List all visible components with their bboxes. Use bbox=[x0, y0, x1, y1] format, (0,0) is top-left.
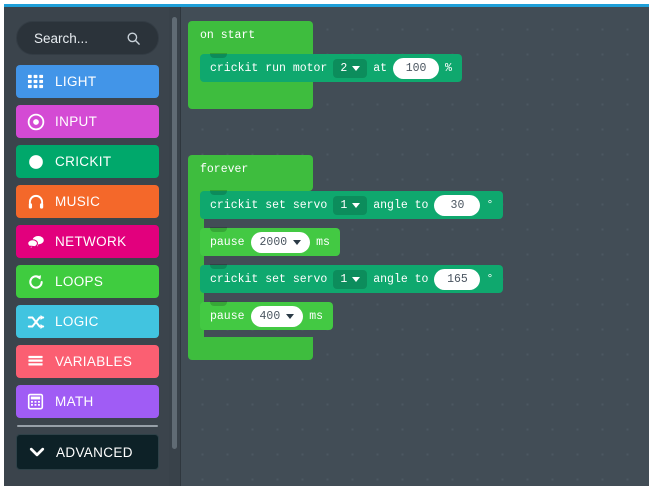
crickit-run-motor-block[interactable]: crickit run motor 2 at 100 % bbox=[200, 53, 462, 82]
servo-value: 1 bbox=[340, 198, 348, 212]
category-input[interactable]: INPUT bbox=[16, 105, 159, 138]
angle-value: 30 bbox=[450, 198, 465, 212]
forever-label: forever bbox=[200, 163, 249, 176]
toolbox-scrollbar[interactable] bbox=[169, 7, 181, 486]
category-crickit[interactable]: CRICKIT bbox=[16, 145, 159, 178]
degree-symbol: ° bbox=[486, 272, 494, 286]
block-notch bbox=[210, 227, 227, 232]
category-advanced[interactable]: ADVANCED bbox=[16, 434, 159, 470]
motor-dropdown[interactable]: 2 bbox=[333, 58, 368, 78]
target-circle-icon bbox=[25, 111, 46, 132]
category-label: LOOPS bbox=[55, 274, 104, 289]
on-start-label: on start bbox=[200, 29, 256, 42]
category-label: LIGHT bbox=[55, 74, 97, 89]
category-label: INPUT bbox=[55, 114, 98, 129]
block-text: angle to bbox=[373, 272, 429, 286]
category-label: CRICKIT bbox=[55, 154, 112, 169]
chevron-down-icon bbox=[26, 442, 47, 463]
speed-value: 100 bbox=[405, 61, 427, 75]
block-notch bbox=[210, 264, 227, 269]
toolbox-sidebar: LIGHT INPUT CRICKIT bbox=[4, 7, 169, 486]
category-logic[interactable]: LOGIC bbox=[16, 305, 159, 338]
pause-block-2[interactable]: pause 400 ms bbox=[200, 301, 334, 330]
angle-number-field[interactable]: 30 bbox=[434, 194, 481, 216]
category-music[interactable]: MUSIC bbox=[16, 185, 159, 218]
block-text: at bbox=[373, 61, 388, 75]
chevron-down-icon bbox=[352, 276, 361, 282]
category-label: MUSIC bbox=[55, 194, 101, 209]
angle-value: 165 bbox=[447, 272, 468, 286]
pause-block-1[interactable]: pause 2000 ms bbox=[200, 227, 340, 256]
block-text: crickit run motor bbox=[210, 61, 328, 75]
shuffle-icon bbox=[25, 311, 46, 332]
category-list: LIGHT INPUT CRICKIT bbox=[16, 65, 159, 470]
refresh-arrow-icon bbox=[25, 271, 46, 292]
block-notch bbox=[210, 190, 227, 195]
block-text: angle to bbox=[373, 198, 429, 212]
servo-dropdown[interactable]: 1 bbox=[333, 195, 368, 215]
category-math[interactable]: MATH bbox=[16, 385, 159, 418]
headphones-icon bbox=[25, 191, 46, 212]
chevron-down-icon bbox=[352, 65, 361, 71]
stacked-bars-icon bbox=[25, 351, 46, 372]
category-label: VARIABLES bbox=[55, 354, 133, 369]
search-field[interactable] bbox=[16, 21, 159, 55]
pause-duration-dropdown[interactable]: 2000 bbox=[250, 231, 311, 253]
forever-bottom-bar bbox=[188, 337, 313, 360]
search-input[interactable] bbox=[34, 30, 112, 46]
category-light[interactable]: LIGHT bbox=[16, 65, 159, 98]
pause-value: 2000 bbox=[259, 235, 288, 249]
motor-value: 2 bbox=[340, 61, 348, 75]
block-text: pause bbox=[210, 309, 245, 323]
block-text: pause bbox=[210, 235, 245, 249]
filled-circle-icon bbox=[25, 151, 46, 172]
blocks-canvas[interactable]: on start crickit run motor 2 at 100 % fo… bbox=[182, 7, 649, 486]
category-label: NETWORK bbox=[55, 234, 127, 249]
degree-symbol: ° bbox=[486, 198, 494, 212]
block-text: ms bbox=[316, 235, 330, 249]
category-label: LOGIC bbox=[55, 314, 99, 329]
speed-number-field[interactable]: 100 bbox=[393, 57, 440, 79]
category-label: MATH bbox=[55, 394, 94, 409]
category-variables[interactable]: VARIABLES bbox=[16, 345, 159, 378]
pause-value: 400 bbox=[259, 309, 281, 323]
grid-icon bbox=[25, 71, 46, 92]
scrollbar-thumb[interactable] bbox=[172, 17, 177, 449]
speech-bubbles-icon bbox=[25, 231, 46, 252]
block-text: % bbox=[445, 61, 452, 75]
search-icon bbox=[126, 31, 141, 46]
crickit-set-servo-block-1[interactable]: crickit set servo 1 angle to 30 ° bbox=[200, 190, 504, 219]
angle-number-field[interactable]: 165 bbox=[434, 268, 481, 290]
pause-duration-dropdown[interactable]: 400 bbox=[250, 305, 304, 327]
category-label: ADVANCED bbox=[56, 444, 133, 460]
block-notch bbox=[210, 301, 227, 306]
servo-value: 1 bbox=[340, 272, 348, 286]
chevron-down-icon bbox=[293, 239, 302, 245]
block-notch bbox=[210, 53, 227, 58]
category-loops[interactable]: LOOPS bbox=[16, 265, 159, 298]
block-text: ms bbox=[309, 309, 324, 323]
category-network[interactable]: NETWORK bbox=[16, 225, 159, 258]
block-text: crickit set servo bbox=[210, 198, 328, 212]
servo-dropdown[interactable]: 1 bbox=[333, 269, 368, 289]
block-text: crickit set servo bbox=[210, 272, 328, 286]
crickit-set-servo-block-2[interactable]: crickit set servo 1 angle to 165 ° bbox=[200, 264, 504, 293]
forever-block[interactable]: forever bbox=[188, 155, 313, 191]
calculator-icon bbox=[25, 391, 46, 412]
toolbox-divider bbox=[17, 425, 158, 427]
makecode-editor: LIGHT INPUT CRICKIT bbox=[4, 4, 649, 486]
chevron-down-icon bbox=[352, 202, 361, 208]
chevron-down-icon bbox=[286, 313, 295, 319]
